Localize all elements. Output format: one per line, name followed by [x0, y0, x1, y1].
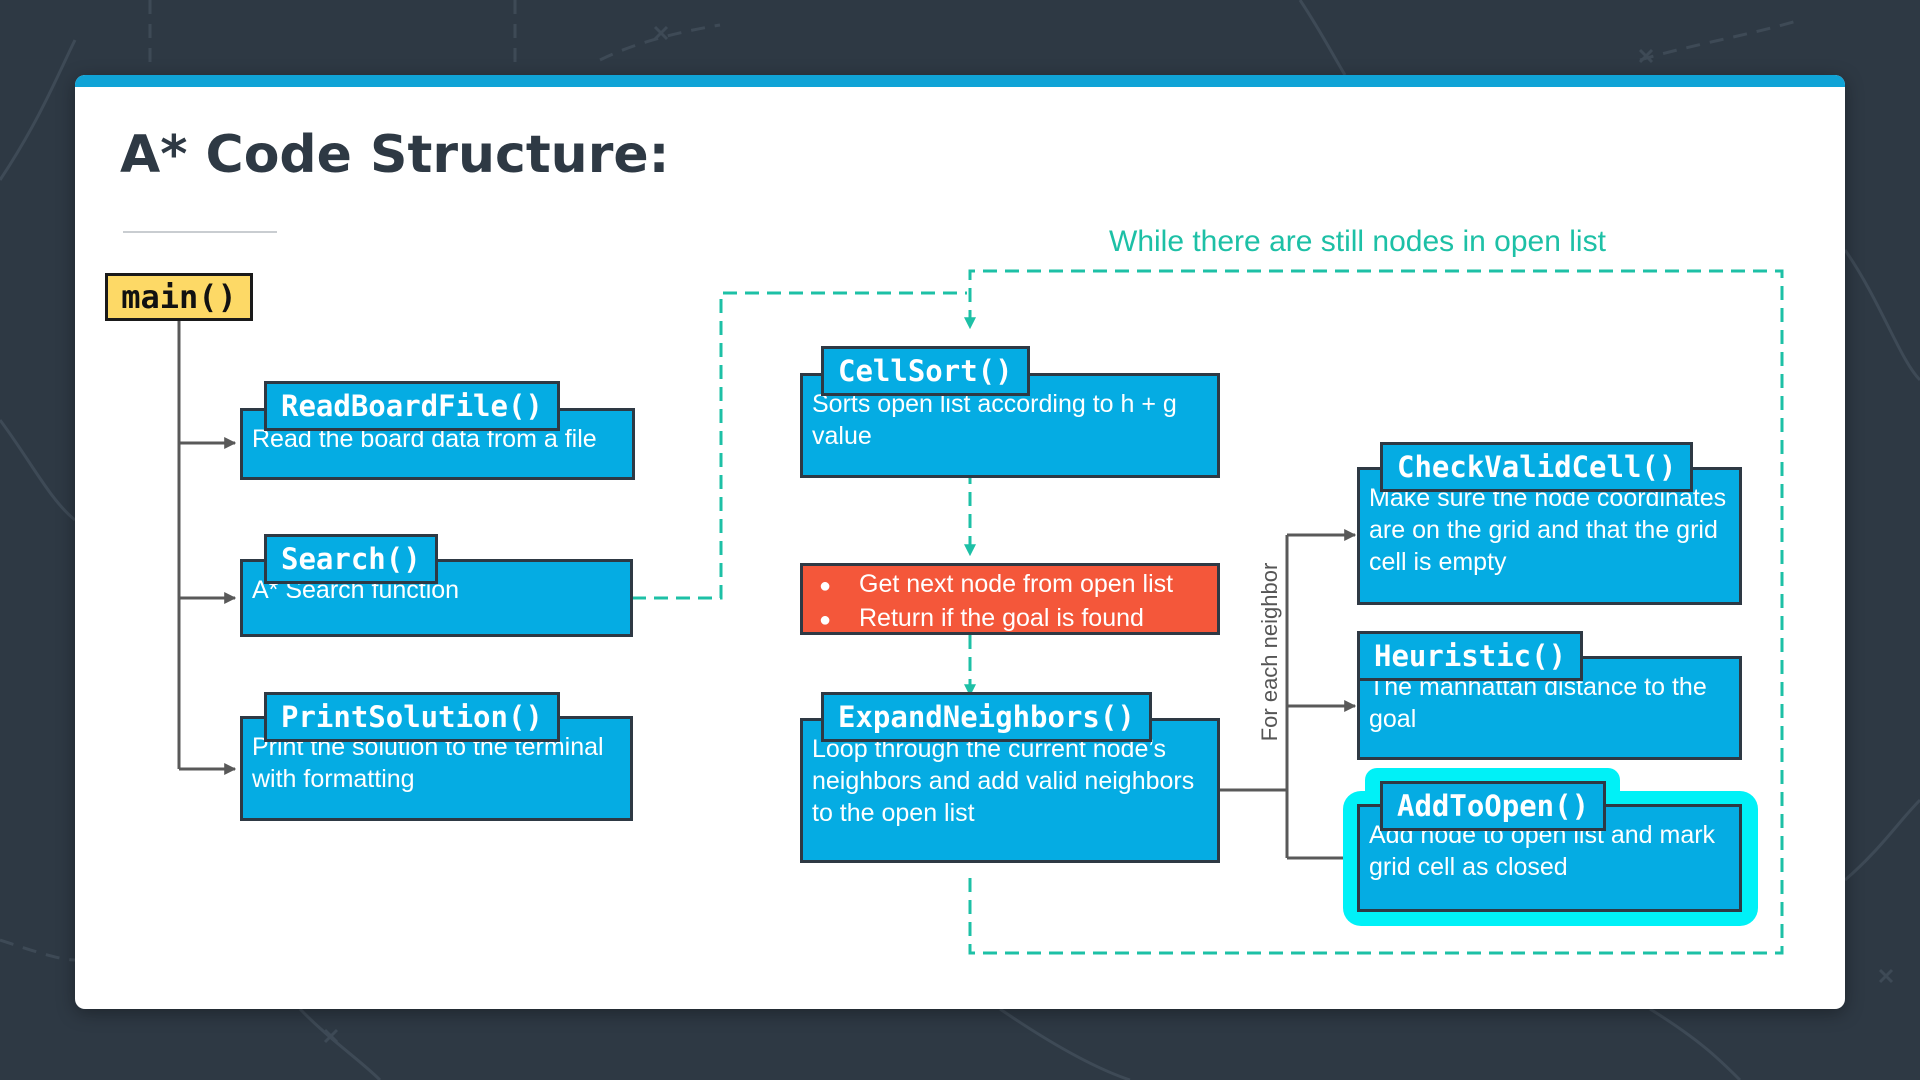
expandneighbors-label: ExpandNeighbors()	[821, 692, 1152, 742]
printsolution-description: Print the solution to the terminal with …	[252, 733, 604, 793]
loop-entry-line	[632, 291, 967, 600]
loop-condition-label: While there are still nodes in open list	[1109, 225, 1606, 258]
step-get-next-node: Get next node from open list	[819, 568, 1217, 602]
search-label: Search()	[264, 534, 438, 584]
heuristic-label: Heuristic()	[1357, 631, 1584, 681]
expandneighbors-box: Loop through the current node’s neighbor…	[800, 718, 1220, 863]
slide-title: A* Code Structure:	[120, 125, 670, 185]
checkvalidcell-label: CheckValidCell()	[1380, 442, 1694, 492]
main-function-box: main()	[105, 273, 253, 321]
addtoopen-label: AddToOpen()	[1380, 781, 1607, 831]
cellsort-description: Sorts open list according to h + g value	[812, 390, 1177, 450]
expandneighbors-description: Loop through the current node’s neighbor…	[812, 735, 1195, 827]
slide-card: A* Code Structure: main()	[75, 75, 1845, 1009]
title-underline	[123, 231, 277, 233]
slide-accent-bar	[75, 75, 1845, 87]
readboardfile-label: ReadBoardFile()	[264, 381, 560, 431]
neighbor-trunk-line	[1220, 535, 1289, 858]
heuristic-description: The manhattan distance to the goal	[1369, 673, 1707, 733]
cellsort-label: CellSort()	[821, 346, 1030, 396]
checkvalidcell-description: Make sure the node coordinates are on th…	[1369, 484, 1727, 576]
step-return-if-goal: Return if the goal is found	[819, 602, 1217, 636]
connector-lines	[177, 269, 1784, 955]
for-each-neighbor-label: For each neighbor	[1257, 562, 1282, 742]
printsolution-label: PrintSolution()	[264, 692, 560, 742]
loop-steps-box: Get next node from open list Return if t…	[800, 563, 1220, 635]
